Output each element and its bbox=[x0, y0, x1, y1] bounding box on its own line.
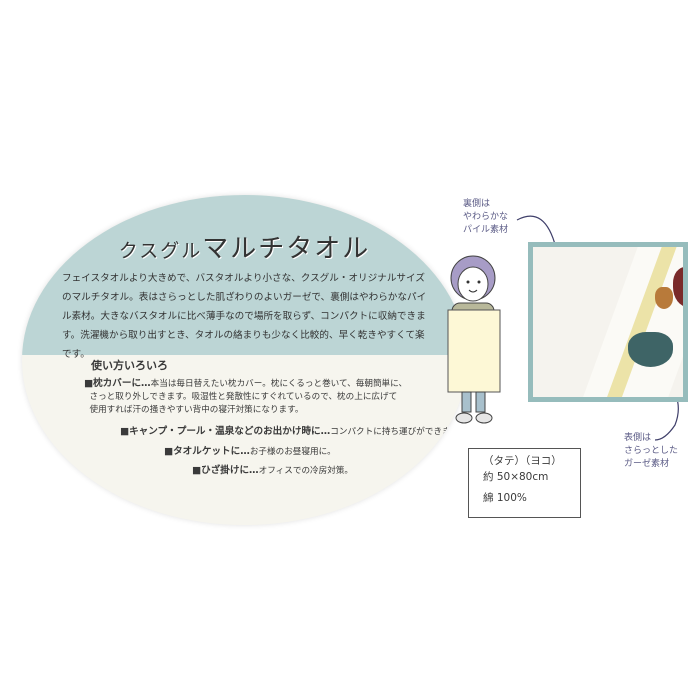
girl-holding-towel-illustration bbox=[447, 255, 501, 424]
use-item-pillow: ■枕カバーに…本当は毎日替えたい枕カバー。枕にくるっと巻いて、毎朝簡単に、 さっ… bbox=[84, 378, 408, 415]
product-info-oval: クスグルマルチタオル フェイスタオルより大きめで、バスタオルより小さな、クスグル… bbox=[22, 195, 467, 525]
uses-heading: 使い方いろいろ bbox=[91, 359, 168, 372]
use-item-blanket: ■タオルケットに…お子様のお昼寝用に。 bbox=[164, 446, 336, 457]
header-panel bbox=[22, 195, 467, 355]
back-side-note: 裏側はやわらかなパイル素材 bbox=[463, 199, 509, 235]
product-description: フェイスタオルより大きめで、バスタオルより小さな、クスグル・オリジナルサイズのマ… bbox=[62, 273, 427, 360]
use-item-lap: ■ひざ掛けに…オフィスでの冷房対策。 bbox=[192, 465, 354, 476]
specs-box: （タテ）（ヨコ） 約 50×80cm 綿 100% bbox=[468, 448, 581, 518]
product-title: クスグルマルチタオル bbox=[118, 234, 371, 264]
use-item-outing: ■キャンプ・プール・温泉などのお出かけ時に…コンパクトに持ち運びができます。 bbox=[120, 426, 467, 437]
towel-closeup-photo bbox=[528, 242, 688, 402]
front-side-note: 表側はさらっとしたガーゼ素材 bbox=[624, 433, 679, 469]
